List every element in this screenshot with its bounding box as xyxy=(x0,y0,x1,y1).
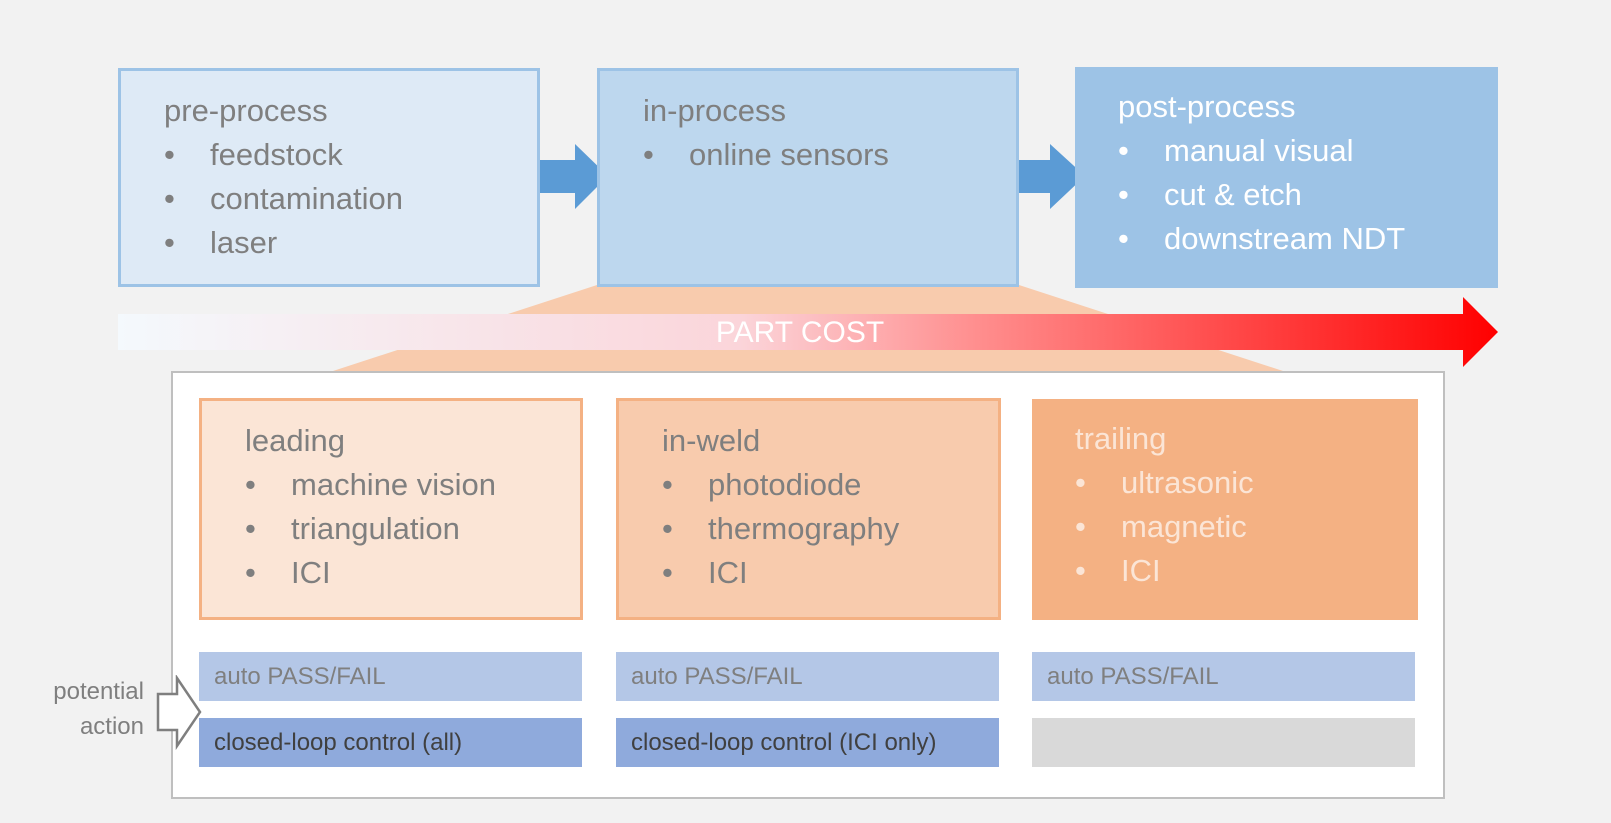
stage-title: post-process xyxy=(1118,89,1296,124)
bullet-icon: • xyxy=(1118,133,1129,168)
auto-pass-fail-in-weld: auto PASS/FAIL xyxy=(616,652,999,701)
stage-post-process: post-process •manual visual •cut & etch … xyxy=(1075,67,1498,288)
list-item: •ICI xyxy=(662,551,998,595)
list-item: •contamination xyxy=(164,177,537,221)
bullet-icon: • xyxy=(245,511,256,546)
stage-title: leading xyxy=(245,423,345,458)
bullet-icon: • xyxy=(662,511,673,546)
list-item: •downstream NDT xyxy=(1118,217,1498,261)
bullet-icon: • xyxy=(1075,509,1086,544)
arrow-right-icon xyxy=(540,144,608,209)
part-cost-label: PART COST xyxy=(715,316,885,349)
auto-pass-fail-leading: auto PASS/FAIL xyxy=(199,652,582,701)
hollow-arrow-icon xyxy=(156,675,202,750)
list-item: •thermography xyxy=(662,507,998,551)
substage-in-weld: in-weld •photodiode •thermography •ICI xyxy=(616,398,1001,620)
bullet-icon: • xyxy=(1118,221,1129,256)
closed-loop-control-leading: closed-loop control (all) xyxy=(199,718,582,767)
closed-loop-control-in-weld: closed-loop control (ICI only) xyxy=(616,718,999,767)
potential-action-label: potential action xyxy=(53,678,144,740)
bullet-icon: • xyxy=(1075,465,1086,500)
substage-leading: leading •machine vision •triangulation •… xyxy=(199,398,583,620)
list-item: •ICI xyxy=(245,551,580,595)
stage-title: trailing xyxy=(1075,421,1167,456)
part-cost-arrow xyxy=(118,297,1498,367)
list-item: •online sensors xyxy=(643,133,1016,177)
list-item: •magnetic xyxy=(1075,505,1418,549)
bullet-icon: • xyxy=(662,467,673,502)
list-item: •cut & etch xyxy=(1118,173,1498,217)
stage-pre-process: pre-process •feedstock •contamination •l… xyxy=(118,68,540,287)
bullet-icon: • xyxy=(662,555,673,590)
bullet-icon: • xyxy=(1075,553,1086,588)
arrow-right-icon xyxy=(1017,144,1085,209)
stage-in-process: in-process •online sensors xyxy=(597,68,1019,287)
bullet-icon: • xyxy=(164,137,175,172)
list-item: •ultrasonic xyxy=(1075,461,1418,505)
auto-pass-fail-trailing: auto PASS/FAIL xyxy=(1032,652,1415,701)
bullet-icon: • xyxy=(643,137,654,172)
stage-title: pre-process xyxy=(164,93,328,128)
list-item: •manual visual xyxy=(1118,129,1498,173)
list-item: •triangulation xyxy=(245,507,580,551)
list-item: •ICI xyxy=(1075,549,1418,593)
list-item: •machine vision xyxy=(245,463,580,507)
bullet-icon: • xyxy=(164,225,175,260)
bullet-icon: • xyxy=(1118,177,1129,212)
stage-title: in-process xyxy=(643,93,786,128)
list-item: •photodiode xyxy=(662,463,998,507)
list-item: •laser xyxy=(164,221,537,265)
bullet-icon: • xyxy=(245,467,256,502)
bullet-icon: • xyxy=(164,181,175,216)
list-item: •feedstock xyxy=(164,133,537,177)
closed-loop-control-trailing-empty xyxy=(1032,718,1415,767)
substage-trailing: trailing •ultrasonic •magnetic •ICI xyxy=(1032,399,1418,620)
stage-title: in-weld xyxy=(662,423,761,458)
bullet-icon: • xyxy=(245,555,256,590)
